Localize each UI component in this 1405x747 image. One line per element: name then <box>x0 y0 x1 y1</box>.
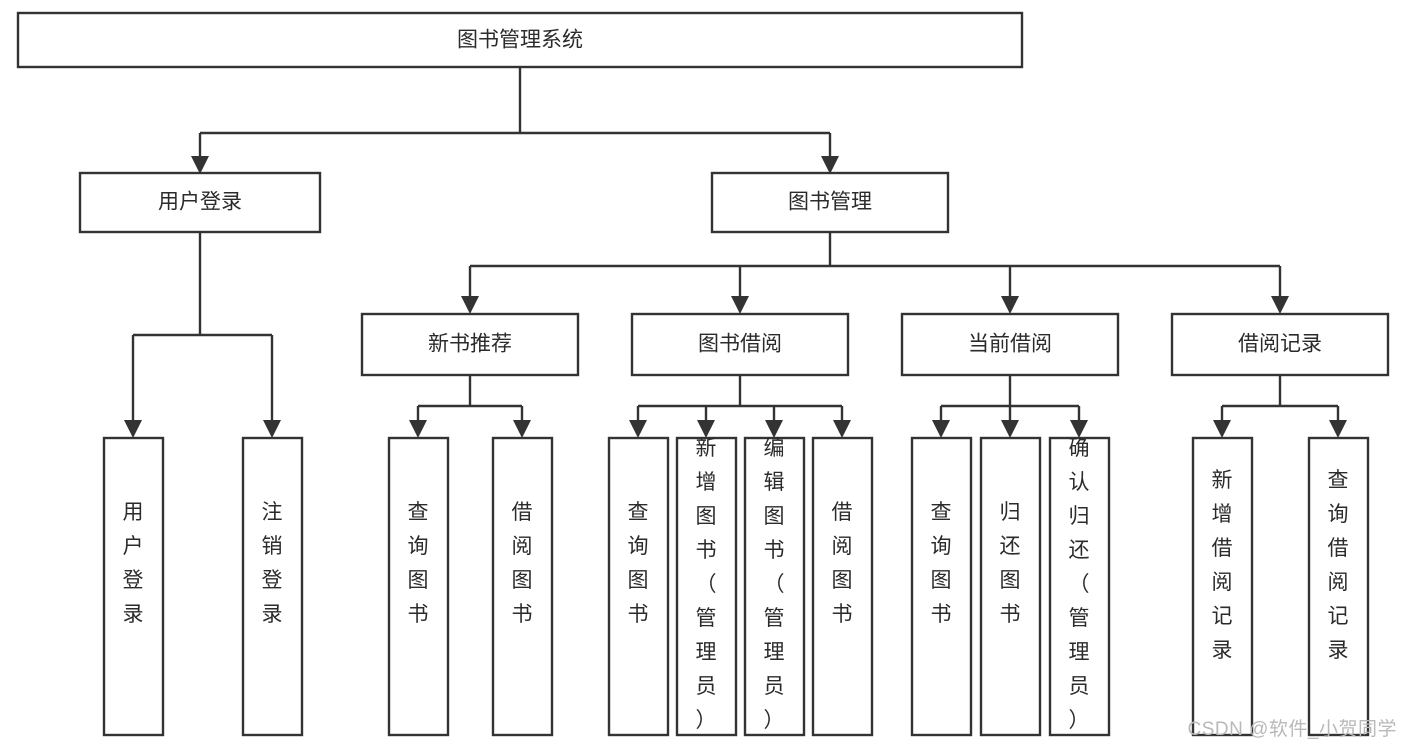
leaf-cu-query-book-label: 查询图书 <box>931 501 952 626</box>
leaf-cu-confirm-return-box[interactable] <box>1048 436 1111 737</box>
leaf-cu-return-book-label: 归还图书 <box>1000 501 1021 626</box>
node-current-borrow[interactable]: 当前借阅 <box>900 312 1120 377</box>
leaf-re-query-record-label: 查询借阅记录 <box>1328 469 1349 662</box>
leaf-cu-return-book[interactable]: 归还图书 <box>979 436 1042 737</box>
node-book-borrow-label: 图书借阅 <box>698 333 782 356</box>
arrowhead-bo-leaf-2 <box>697 420 715 438</box>
arrowhead-cu-leaf-3 <box>1070 420 1088 438</box>
node-user-login-box[interactable] <box>78 171 322 234</box>
leaf-bo-add-book-box[interactable] <box>675 436 738 737</box>
leaf-nb-query-book-box[interactable] <box>387 436 450 737</box>
node-book-management-label: 图书管理 <box>788 191 872 214</box>
node-root[interactable]: 图书管理系统 <box>16 11 1024 69</box>
leaf-bo-edit-book-box[interactable] <box>743 436 806 737</box>
node-new-book-recommend[interactable]: 新书推荐 <box>360 312 580 377</box>
leaf-nb-borrow-book[interactable]: 借阅图书 <box>491 436 554 737</box>
arrowhead-leaf-logout <box>263 420 281 438</box>
connector-layer <box>124 67 1347 438</box>
node-borrow-record-label: 借阅记录 <box>1238 333 1322 356</box>
leaf-cu-query-book-box[interactable] <box>910 436 973 737</box>
arrowhead-user-login <box>191 156 209 174</box>
node-root-box[interactable] <box>16 11 1024 69</box>
arrowhead-new-book <box>461 296 479 314</box>
leaf-bo-query-book-label: 查询图书 <box>628 501 649 626</box>
leaf-nb-query-book-label: 查询图书 <box>408 501 429 626</box>
leaf-re-add-record[interactable]: 新增借阅记录 <box>1191 436 1254 737</box>
node-borrow-record[interactable]: 借阅记录 <box>1170 312 1390 377</box>
leaf-bo-edit-book-label: 编辑图书（管理员） <box>764 437 785 732</box>
node-user-login-label: 用户登录 <box>158 191 242 214</box>
arrowhead-cu-leaf-2 <box>1001 420 1019 438</box>
leaf-cu-return-book-box[interactable] <box>979 436 1042 737</box>
leaf-logout-label: 注销登录 <box>262 501 283 626</box>
arrowhead-leaf-user-login <box>124 420 142 438</box>
node-book-management-box[interactable] <box>710 171 950 234</box>
leaf-bo-add-book[interactable]: 新增图书（管理员） <box>675 436 738 737</box>
node-new-book-recommend-box[interactable] <box>360 312 580 377</box>
leaf-re-query-record[interactable]: 查询借阅记录 <box>1307 436 1370 737</box>
leaf-user-login-label: 用户登录 <box>123 501 144 626</box>
leaf-cu-confirm-return[interactable]: 确认归还（管理员） <box>1048 436 1111 737</box>
leaf-cu-confirm-return-label: 确认归还（管理员） <box>1069 437 1090 732</box>
leaf-re-query-record-box[interactable] <box>1307 436 1370 737</box>
leaf-user-login-box[interactable] <box>102 436 165 737</box>
node-book-management[interactable]: 图书管理 <box>710 171 950 234</box>
node-user-login[interactable]: 用户登录 <box>78 171 322 234</box>
arrowhead-borrow <box>731 296 749 314</box>
arrowhead-re-leaf-2 <box>1329 420 1347 438</box>
arrowhead-nb-leaf-1 <box>409 420 427 438</box>
leaf-re-add-record-box[interactable] <box>1191 436 1254 737</box>
leaf-bo-query-book[interactable]: 查询图书 <box>607 436 670 737</box>
arrowhead-bo-leaf-1 <box>629 420 647 438</box>
arrowhead-record <box>1271 296 1289 314</box>
leaf-bo-edit-book[interactable]: 编辑图书（管理员） <box>743 436 806 737</box>
leaf-logout[interactable]: 注销登录 <box>241 436 304 737</box>
leaf-nb-borrow-book-box[interactable] <box>491 436 554 737</box>
arrowhead-cu-leaf-1 <box>932 420 950 438</box>
arrowhead-re-leaf-1 <box>1213 420 1231 438</box>
node-book-borrow[interactable]: 图书借阅 <box>630 312 850 377</box>
leaf-bo-borrow-book[interactable]: 借阅图书 <box>811 436 874 737</box>
leaf-re-add-record-label: 新增借阅记录 <box>1212 469 1233 662</box>
arrowhead-bo-leaf-3 <box>765 420 783 438</box>
leaf-bo-borrow-book-label: 借阅图书 <box>832 501 853 626</box>
arrowhead-current <box>1001 296 1019 314</box>
node-book-borrow-box[interactable] <box>630 312 850 377</box>
arrowhead-book-mgmt <box>821 156 839 174</box>
leaf-logout-box[interactable] <box>241 436 304 737</box>
leaf-nb-borrow-book-label: 借阅图书 <box>512 501 533 626</box>
node-current-borrow-box[interactable] <box>900 312 1120 377</box>
node-new-book-recommend-label: 新书推荐 <box>428 333 512 356</box>
arrowhead-nb-leaf-2 <box>513 420 531 438</box>
leaf-bo-borrow-book-box[interactable] <box>811 436 874 737</box>
node-root-label: 图书管理系统 <box>457 29 583 52</box>
leaf-cu-query-book[interactable]: 查询图书 <box>910 436 973 737</box>
node-borrow-record-box[interactable] <box>1170 312 1390 377</box>
leaf-user-login[interactable]: 用户登录 <box>102 436 165 737</box>
leaf-bo-add-book-label: 新增图书（管理员） <box>696 437 717 732</box>
node-current-borrow-label: 当前借阅 <box>968 333 1052 356</box>
leaf-nb-query-book[interactable]: 查询图书 <box>387 436 450 737</box>
arrowhead-bo-leaf-4 <box>833 420 851 438</box>
leaf-bo-query-book-box[interactable] <box>607 436 670 737</box>
